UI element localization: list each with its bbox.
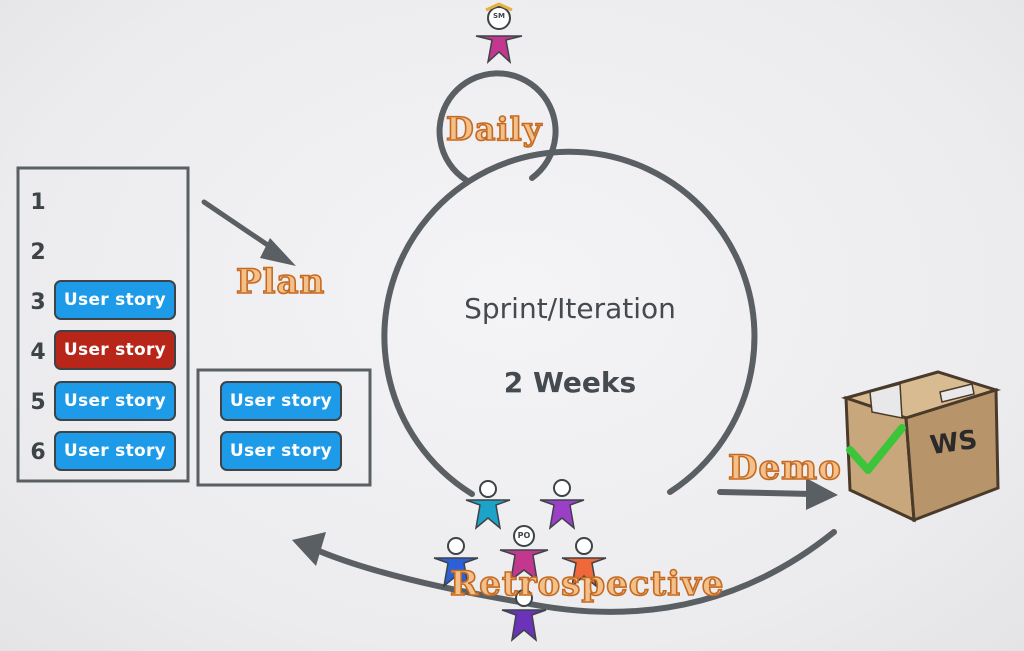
- plan-arrow-head: [260, 238, 296, 266]
- backlog-user-story-3[interactable]: User story: [54, 280, 176, 320]
- product-backlog-frame: [16, 166, 190, 483]
- sprint-duration-label: 2 Weeks: [503, 366, 637, 399]
- retrospective-label: Retrospective: [449, 563, 725, 605]
- plan-label: Plan: [235, 261, 326, 303]
- sprint-user-story-1[interactable]: User story: [220, 381, 342, 421]
- backlog-number: 1: [30, 190, 46, 215]
- person-purple: [539, 479, 585, 530]
- po-badge: PO: [517, 531, 531, 540]
- demo-arrow-head: [806, 478, 838, 510]
- demo-label: Demo: [727, 447, 842, 489]
- backlog-user-story-4[interactable]: User story: [54, 330, 176, 370]
- backlog-number: 5: [30, 390, 46, 415]
- person-blue: [433, 537, 479, 588]
- backlog-number: 3: [30, 290, 46, 315]
- backlog-user-story-6[interactable]: User story: [54, 431, 176, 471]
- demo-arrow: [717, 489, 815, 497]
- retrospective-arrow-head: [292, 532, 326, 566]
- backlog-user-story-5[interactable]: User story: [54, 381, 176, 421]
- plan-arrow: [201, 199, 281, 255]
- sm-badge: SM: [492, 12, 505, 20]
- deliverable-box: [840, 370, 1002, 523]
- sprint-iteration-label: Sprint/Iteration: [464, 292, 676, 325]
- retrospective-arrow: [309, 529, 837, 615]
- backlog-number: 4: [30, 340, 46, 365]
- daily-loop-arc: [436, 70, 559, 183]
- backlog-number: 6: [30, 440, 46, 465]
- checkmark-icon: [846, 424, 906, 474]
- sprint-cycle-arc: [381, 148, 758, 497]
- person-sm: [475, 2, 523, 65]
- backlog-number: 2: [30, 240, 46, 265]
- person-orange: [561, 537, 607, 588]
- sprint-user-story-2[interactable]: User story: [220, 431, 342, 471]
- person-teal: [465, 480, 511, 530]
- person-violet: [501, 589, 547, 642]
- daily-label: Daily: [445, 109, 543, 149]
- sprint-backlog-frame: [196, 368, 372, 487]
- person-po: [499, 525, 549, 582]
